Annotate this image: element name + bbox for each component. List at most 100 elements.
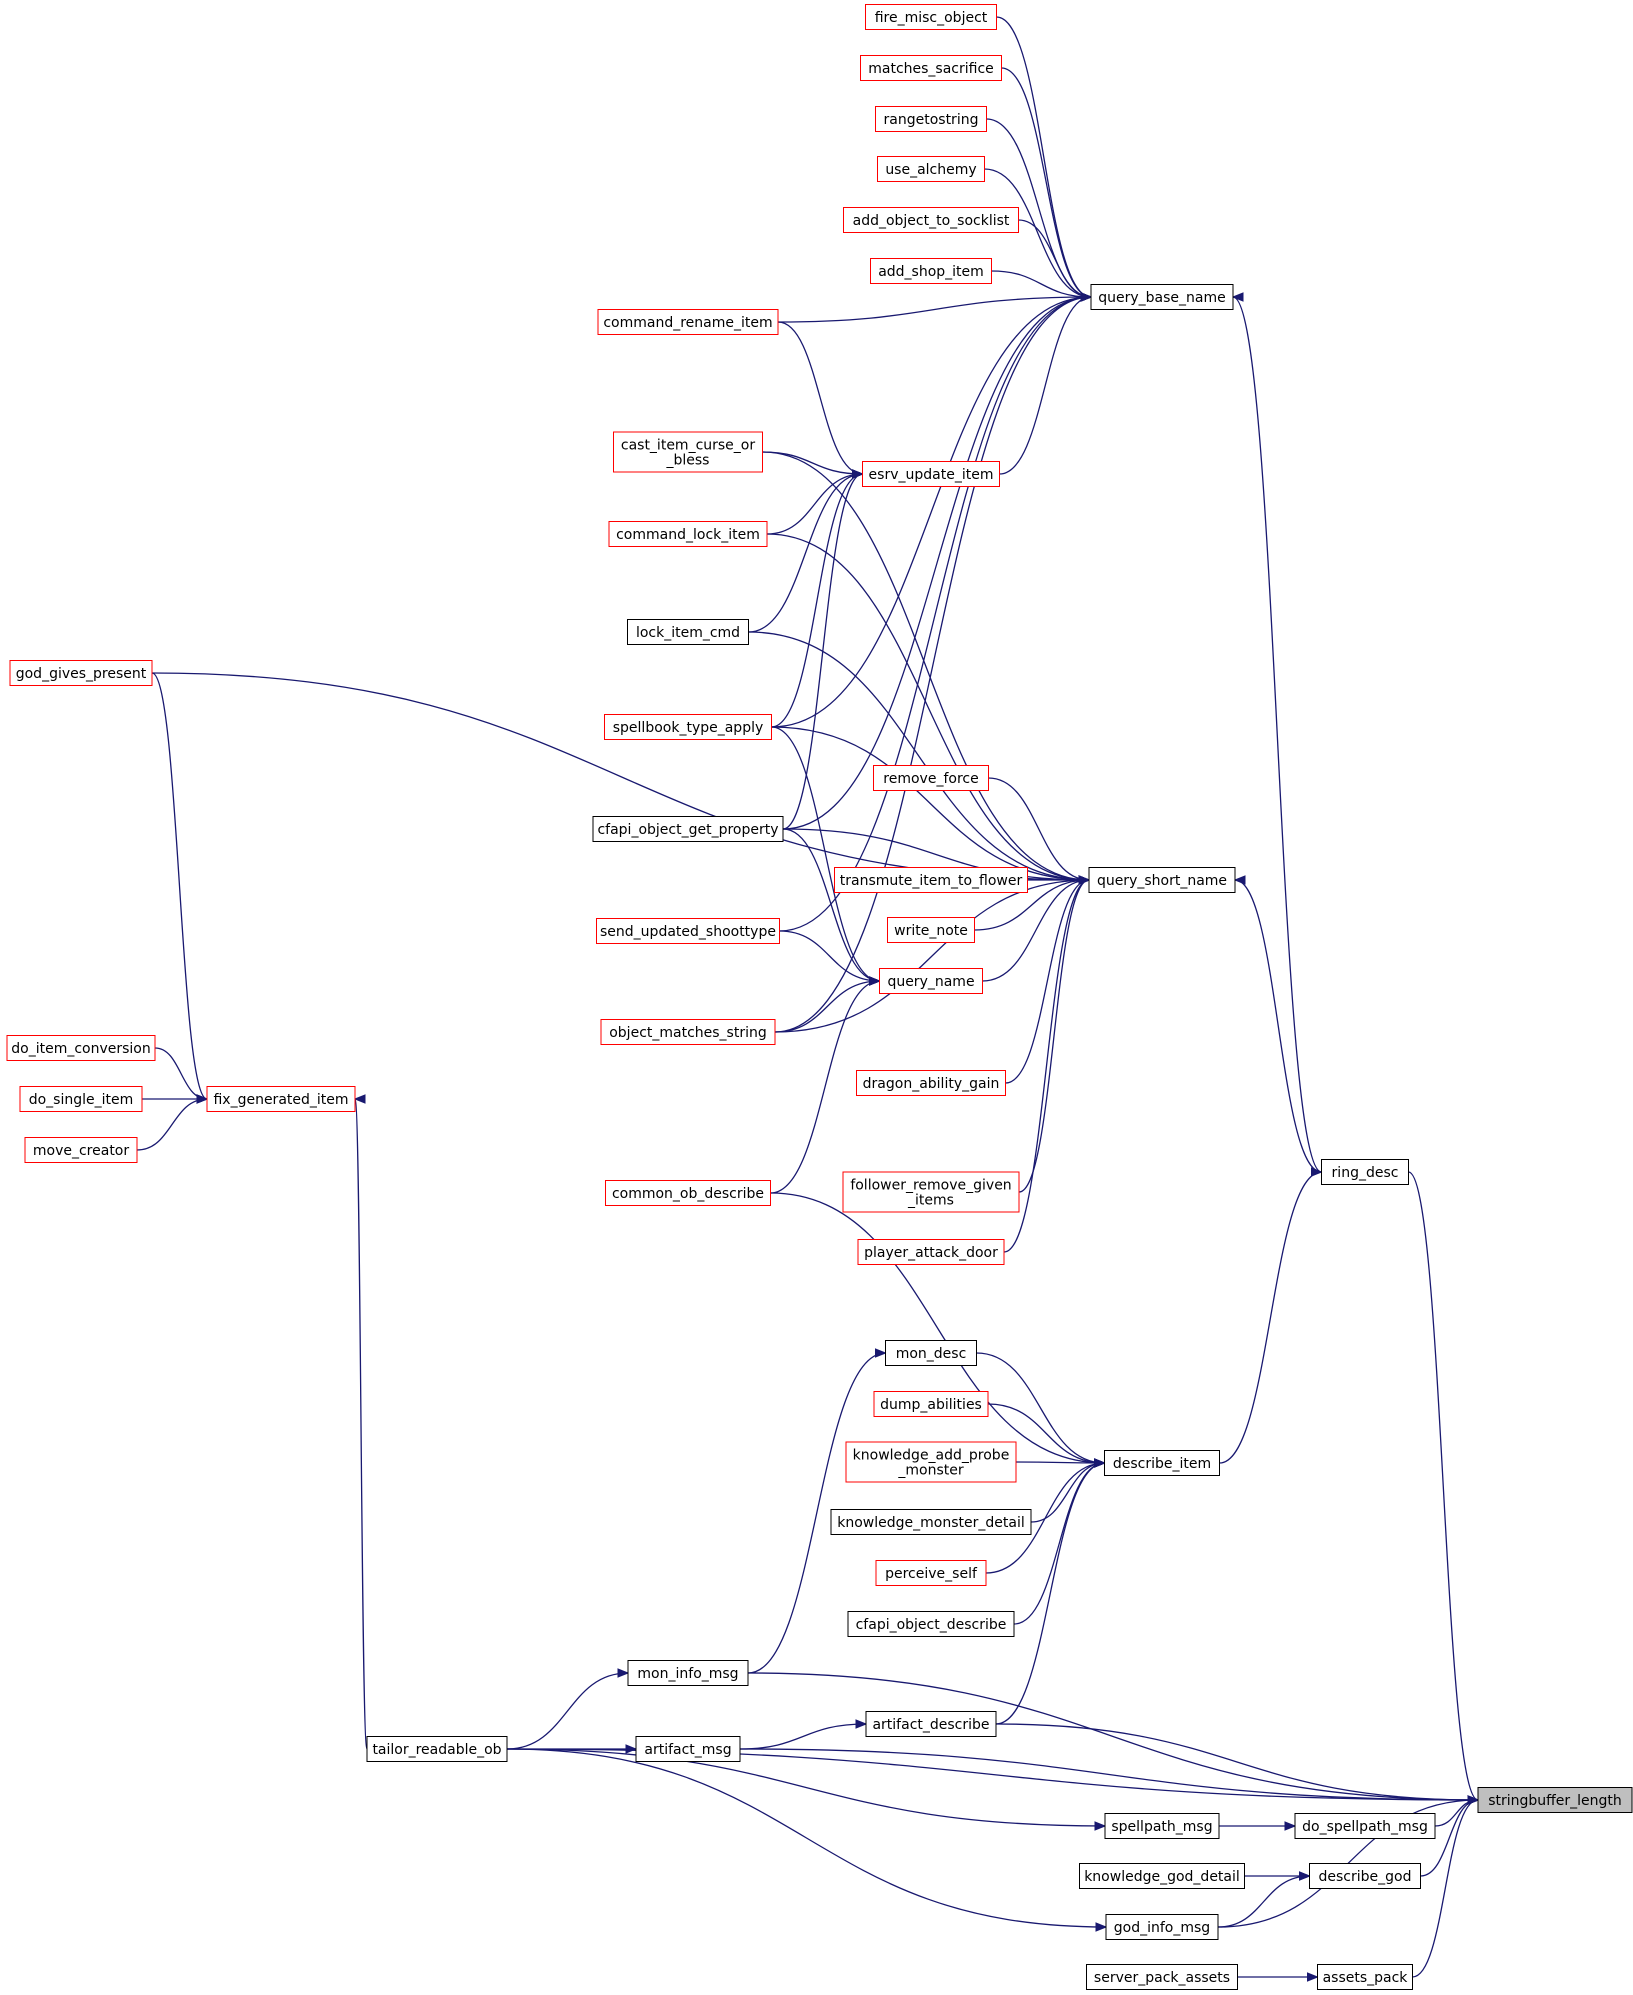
arrowhead xyxy=(1307,1972,1319,1982)
node-artifact-msg[interactable]: artifact_msg xyxy=(635,1736,741,1762)
node-transmute-item-to-flower[interactable]: transmute_item_to_flower xyxy=(834,867,1028,893)
node-label: rangetostring xyxy=(884,112,979,128)
edge xyxy=(771,726,1091,885)
edge-line xyxy=(771,473,863,728)
node-server-pack-assets[interactable]: server_pack_assets xyxy=(1086,1964,1238,1990)
edge xyxy=(1003,875,1091,1253)
node-god-gives-present[interactable]: god_gives_present xyxy=(9,660,153,686)
node-do-single-item[interactable]: do_single_item xyxy=(19,1086,143,1112)
node-dragon-ability-gain[interactable]: dragon_ability_gain xyxy=(856,1070,1006,1096)
node-use-alchemy[interactable]: use_alchemy xyxy=(877,156,985,182)
edge-line xyxy=(506,1748,1107,1928)
node-stringbuffer-length[interactable]: stringbuffer_length xyxy=(1477,1787,1633,1813)
node-add-object-to-socklist[interactable]: add_object_to_socklist xyxy=(843,207,1019,233)
node-esrv-update-item[interactable]: esrv_update_item xyxy=(862,461,1000,487)
node-perceive-self[interactable]: perceive_self xyxy=(875,1560,987,1586)
node-box xyxy=(887,917,975,943)
edge-line xyxy=(779,930,880,982)
node-query-name[interactable]: query_name xyxy=(879,968,983,994)
arrowhead xyxy=(1284,1821,1297,1831)
node-artifact-describe[interactable]: artifact_describe xyxy=(865,1711,997,1737)
node-label: god_info_msg xyxy=(1114,1920,1210,1936)
edge-line xyxy=(995,1723,1479,1801)
node-matches-sacrifice[interactable]: matches_sacrifice xyxy=(860,55,1002,81)
node-knowledge-god-detail[interactable]: knowledge_god_detail xyxy=(1079,1863,1245,1889)
node-player-attack-door[interactable]: player_attack_door xyxy=(857,1239,1005,1265)
node-box xyxy=(873,765,989,791)
edge-line xyxy=(996,16,1092,298)
node-label: lock_item_cmd xyxy=(636,625,740,641)
node-query-base-name[interactable]: query_base_name xyxy=(1090,284,1234,310)
node-cast-item-curse-or-bless[interactable]: cast_item_curse_or_bless xyxy=(613,431,763,473)
node-do-spellpath-msg[interactable]: do_spellpath_msg xyxy=(1294,1813,1436,1839)
arrowhead xyxy=(875,1348,887,1358)
edge xyxy=(1237,1972,1319,1982)
node-god-info-msg[interactable]: god_info_msg xyxy=(1105,1914,1219,1940)
node-lock-item-cmd[interactable]: lock_item_cmd xyxy=(627,619,749,645)
node-write-note[interactable]: write_note xyxy=(887,917,975,943)
node-spellpath-msg[interactable]: spellpath_msg xyxy=(1104,1813,1220,1839)
node-box xyxy=(842,1171,1020,1213)
node-query-short-name[interactable]: query_short_name xyxy=(1088,867,1236,893)
node-do-item-conversion[interactable]: do_item_conversion xyxy=(6,1035,156,1061)
node-label: do_single_item xyxy=(29,1092,134,1108)
node-follower-remove-given-items[interactable]: follower_remove_given_items xyxy=(842,1171,1020,1213)
edge xyxy=(1018,875,1091,1193)
edge-line xyxy=(984,168,1092,298)
node-box xyxy=(608,521,768,547)
node-add-shop-item[interactable]: add_shop_item xyxy=(870,258,992,284)
node-label: do_item_conversion xyxy=(11,1041,151,1057)
node-label: artifact_describe xyxy=(872,1717,989,1733)
edge xyxy=(1412,1795,1480,1978)
node-label: dragon_ability_gain xyxy=(863,1076,1000,1092)
node-fix-generated-item[interactable]: fix_generated_item xyxy=(206,1086,356,1112)
edge xyxy=(1219,1167,1323,1464)
node-mon-info-msg[interactable]: mon_info_msg xyxy=(627,1660,749,1686)
node-cfapi-object-describe[interactable]: cfapi_object_describe xyxy=(847,1611,1015,1637)
node-label: common_ob_describe xyxy=(612,1186,764,1202)
edge xyxy=(1018,219,1093,302)
node-spellbook-type-apply[interactable]: spellbook_type_apply xyxy=(604,714,772,740)
edge-line xyxy=(1412,1799,1479,1978)
node-dump-abilities[interactable]: dump_abilities xyxy=(873,1391,989,1417)
edge-line xyxy=(1001,67,1092,298)
arrowhead xyxy=(1233,875,1246,885)
edge xyxy=(771,726,881,986)
edge-line xyxy=(999,296,1092,475)
node-cfapi-object-get-property[interactable]: cfapi_object_get_property xyxy=(592,816,784,842)
node-fire-misc-object[interactable]: fire_misc_object xyxy=(865,4,997,30)
edge-line xyxy=(774,980,880,1033)
node-label: query_base_name xyxy=(1098,290,1226,306)
node-send-updated-shoottype[interactable]: send_updated_shoottype xyxy=(596,918,780,944)
node-knowledge-monster-detail[interactable]: knowledge_monster_detail xyxy=(830,1509,1032,1535)
edge-line xyxy=(151,672,208,1100)
edge xyxy=(1030,1458,1106,1523)
arrowhead xyxy=(1467,1795,1480,1805)
node-describe-god[interactable]: describe_god xyxy=(1309,1863,1421,1889)
node-ring-desc[interactable]: ring_desc xyxy=(1321,1159,1409,1185)
node-box xyxy=(885,1340,977,1366)
node-label: matches_sacrifice xyxy=(868,61,994,77)
arrowhead xyxy=(617,1668,630,1678)
node-label: do_spellpath_msg xyxy=(1302,1819,1428,1835)
edge-line xyxy=(1003,879,1090,1253)
node-box xyxy=(592,816,784,842)
node-object-matches-string[interactable]: object_matches_string xyxy=(600,1019,776,1045)
edge-line xyxy=(766,473,863,535)
node-move-creator[interactable]: move_creator xyxy=(24,1137,138,1163)
node-box xyxy=(613,431,763,473)
node-knowledge-add-probe-monster[interactable]: knowledge_add_probe_monster xyxy=(845,1441,1017,1483)
node-label: _bless xyxy=(666,453,710,469)
node-label: query_name xyxy=(887,974,974,990)
node-label: mon_info_msg xyxy=(637,1666,738,1682)
node-tailor-readable-ob[interactable]: tailor_readable_ob xyxy=(366,1736,508,1762)
edge-line xyxy=(779,296,1092,932)
node-command-rename-item[interactable]: command_rename_item xyxy=(597,309,779,335)
node-common-ob-describe[interactable]: common_ob_describe xyxy=(605,1180,771,1206)
node-rangetostring[interactable]: rangetostring xyxy=(875,106,987,132)
node-assets-pack[interactable]: assets_pack xyxy=(1317,1964,1413,1990)
node-command-lock-item[interactable]: command_lock_item xyxy=(608,521,768,547)
node-remove-force[interactable]: remove_force xyxy=(873,765,989,791)
node-mon-desc[interactable]: mon_desc xyxy=(885,1340,977,1366)
node-describe-item[interactable]: describe_item xyxy=(1104,1450,1220,1476)
